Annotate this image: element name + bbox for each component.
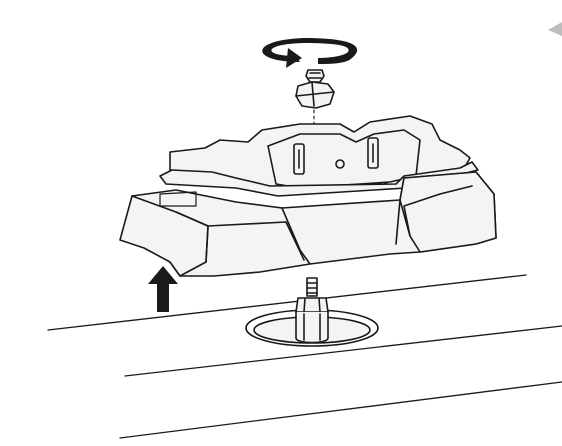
centre-screw [335, 159, 345, 169]
stud-base [295, 311, 329, 344]
corner-mark [548, 22, 562, 36]
foot-right-wing [399, 171, 497, 253]
up-arrow-icon [148, 266, 178, 312]
hex-nut-icon [295, 69, 335, 109]
roof-panel-lines [47, 274, 562, 439]
threaded-stud-icon [295, 277, 329, 344]
roof-line-3 [119, 381, 562, 439]
roof-line-1 [47, 274, 527, 331]
roof-line-2 [124, 325, 562, 377]
foot-cradle [267, 129, 421, 189]
stud-nut [295, 297, 329, 313]
clockwise-rotation-arrow-icon [262, 38, 358, 68]
stud-thread [306, 277, 318, 297]
roof-foot [119, 115, 497, 277]
foot-top-rim [159, 161, 479, 197]
